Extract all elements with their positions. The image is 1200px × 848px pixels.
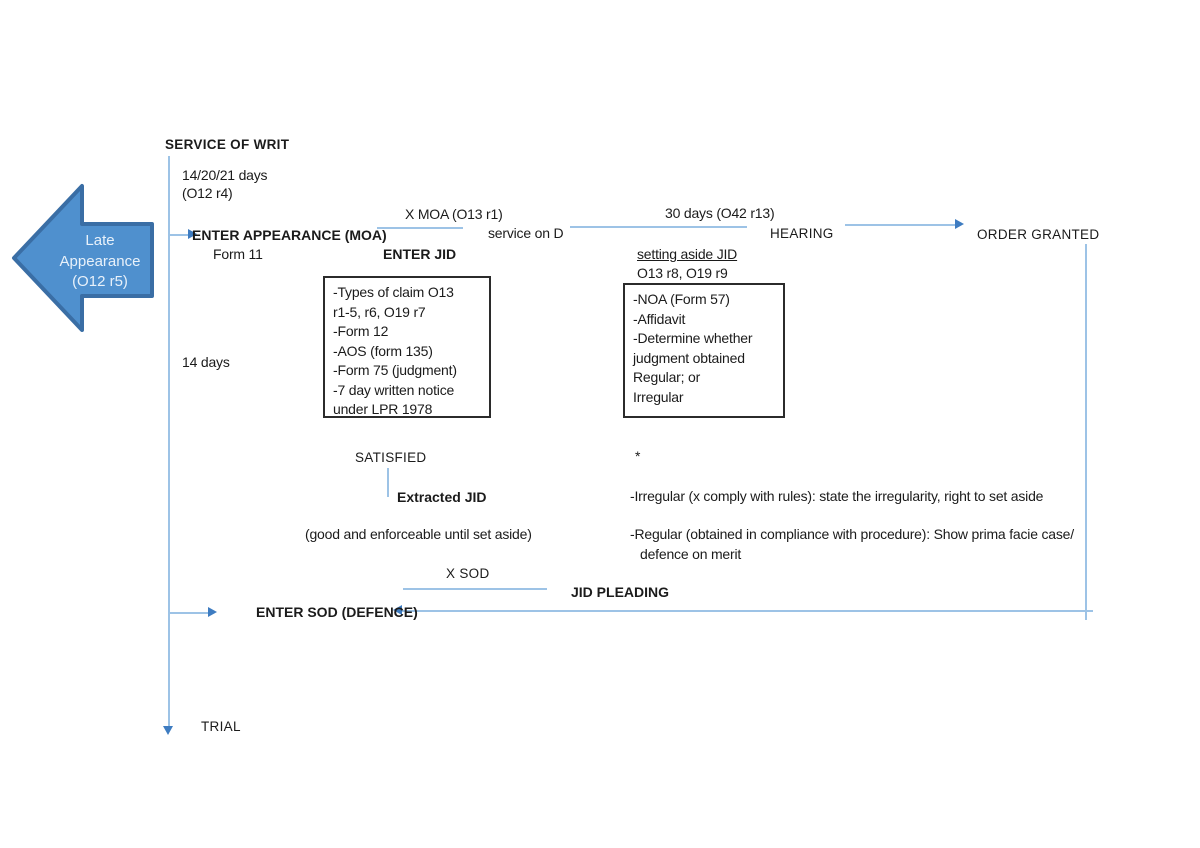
appearance-days-label: 14/20/21 days (O12 r4) xyxy=(182,167,268,202)
enter-appearance-label: ENTER APPEARANCE (MOA) xyxy=(192,227,387,243)
enter-sod-arrowhead-icon xyxy=(393,605,402,615)
jid-box-line: -Form 75 (judgment) xyxy=(333,362,457,378)
good-enforceable-note: (good and enforceable until set aside) xyxy=(305,526,532,542)
x-sod-label: X SOD xyxy=(446,566,490,581)
sod-branch-connector xyxy=(168,612,210,614)
late-appearance-line1: Late xyxy=(85,232,115,249)
hearing-order-connector xyxy=(845,224,957,226)
irregular-note: -Irregular (x comply with rules): state … xyxy=(630,488,1044,504)
hearing-label: HEARING xyxy=(770,226,834,241)
x-moa-connector xyxy=(377,227,463,229)
x-moa-label: X MOA (O13 r1) xyxy=(405,206,503,222)
sod-branch-arrowhead-icon xyxy=(208,607,217,617)
setting-aside-title-label: setting aside JID xyxy=(637,246,738,262)
asterisk-label: * xyxy=(635,448,641,464)
enter-sod-label: ENTER SOD (DEFENCE) xyxy=(256,604,418,620)
jid-box-line: -AOS (form 135) xyxy=(333,342,433,359)
enter-appearance-connector xyxy=(168,234,190,236)
extracted-jid-label: Extracted JID xyxy=(397,489,487,505)
regular-note: -Regular (obtained in compliance with pr… xyxy=(630,526,1074,542)
trial-label: TRIAL xyxy=(201,719,241,734)
jid-box-line: -Form 12 xyxy=(333,323,389,339)
jid-box-line: -Types of claim O13 xyxy=(333,284,454,300)
late-appearance-line3: (O12 r5) xyxy=(72,273,128,290)
late-appearance-label: Late Appearance (O12 r5) xyxy=(30,231,170,293)
main-timeline-line xyxy=(168,156,170,728)
setting-aside-box-line: -Determine whether xyxy=(633,330,753,346)
fourteen-days-label: 14 days xyxy=(182,354,230,370)
jid-pleading-label: JID PLEADING xyxy=(571,584,670,600)
jid-pleading-connector xyxy=(402,610,1093,612)
appearance-days-text: 14/20/21 days xyxy=(182,167,268,183)
satisfied-label: SATISFIED xyxy=(355,450,427,465)
service-of-writ-label: SERVICE OF WRIT xyxy=(165,137,290,152)
enter-appearance-arrowhead-icon xyxy=(188,229,197,239)
jid-box-line: -7 day written notice xyxy=(333,381,455,398)
service-on-d-label: service on D xyxy=(488,225,564,241)
jid-box-line: under LPR 1978 xyxy=(333,401,433,417)
setting-aside-rules-label: O13 r8, O19 r9 xyxy=(637,265,728,281)
order-granted-drop-line xyxy=(1085,244,1087,620)
setting-aside-box: -NOA (Form 57) -Affidavit -Determine whe… xyxy=(623,283,785,418)
setting-aside-box-line: Regular; or xyxy=(633,369,701,385)
late-appearance-arrow-shape xyxy=(12,184,154,332)
x-sod-connector xyxy=(403,588,547,590)
late-appearance-line2: Appearance xyxy=(59,252,141,270)
setting-aside-box-line: Irregular xyxy=(633,388,684,405)
jid-box-line: r1-5, r6, O19 r7 xyxy=(333,303,426,320)
setting-aside-box-line: judgment obtained xyxy=(633,349,745,366)
jid-requirements-box: -Types of claim O13 r1-5, r6, O19 r7 -Fo… xyxy=(323,276,491,418)
form-11-label: Form 11 xyxy=(213,246,263,262)
thirty-days-label: 30 days (O42 r13) xyxy=(665,205,775,221)
setting-aside-box-line: -Affidavit xyxy=(633,310,686,327)
satisfied-connector xyxy=(387,468,389,497)
appearance-rule-text: (O12 r4) xyxy=(182,184,233,201)
thirty-days-connector xyxy=(570,226,747,228)
order-granted-label: ORDER GRANTED xyxy=(977,227,1100,242)
order-granted-arrowhead-icon xyxy=(955,219,964,229)
trial-arrowhead-icon xyxy=(163,726,173,735)
regular-note-continued: defence on merit xyxy=(640,546,742,562)
setting-aside-box-line: -NOA (Form 57) xyxy=(633,291,730,307)
enter-jid-label: ENTER JID xyxy=(383,246,457,262)
